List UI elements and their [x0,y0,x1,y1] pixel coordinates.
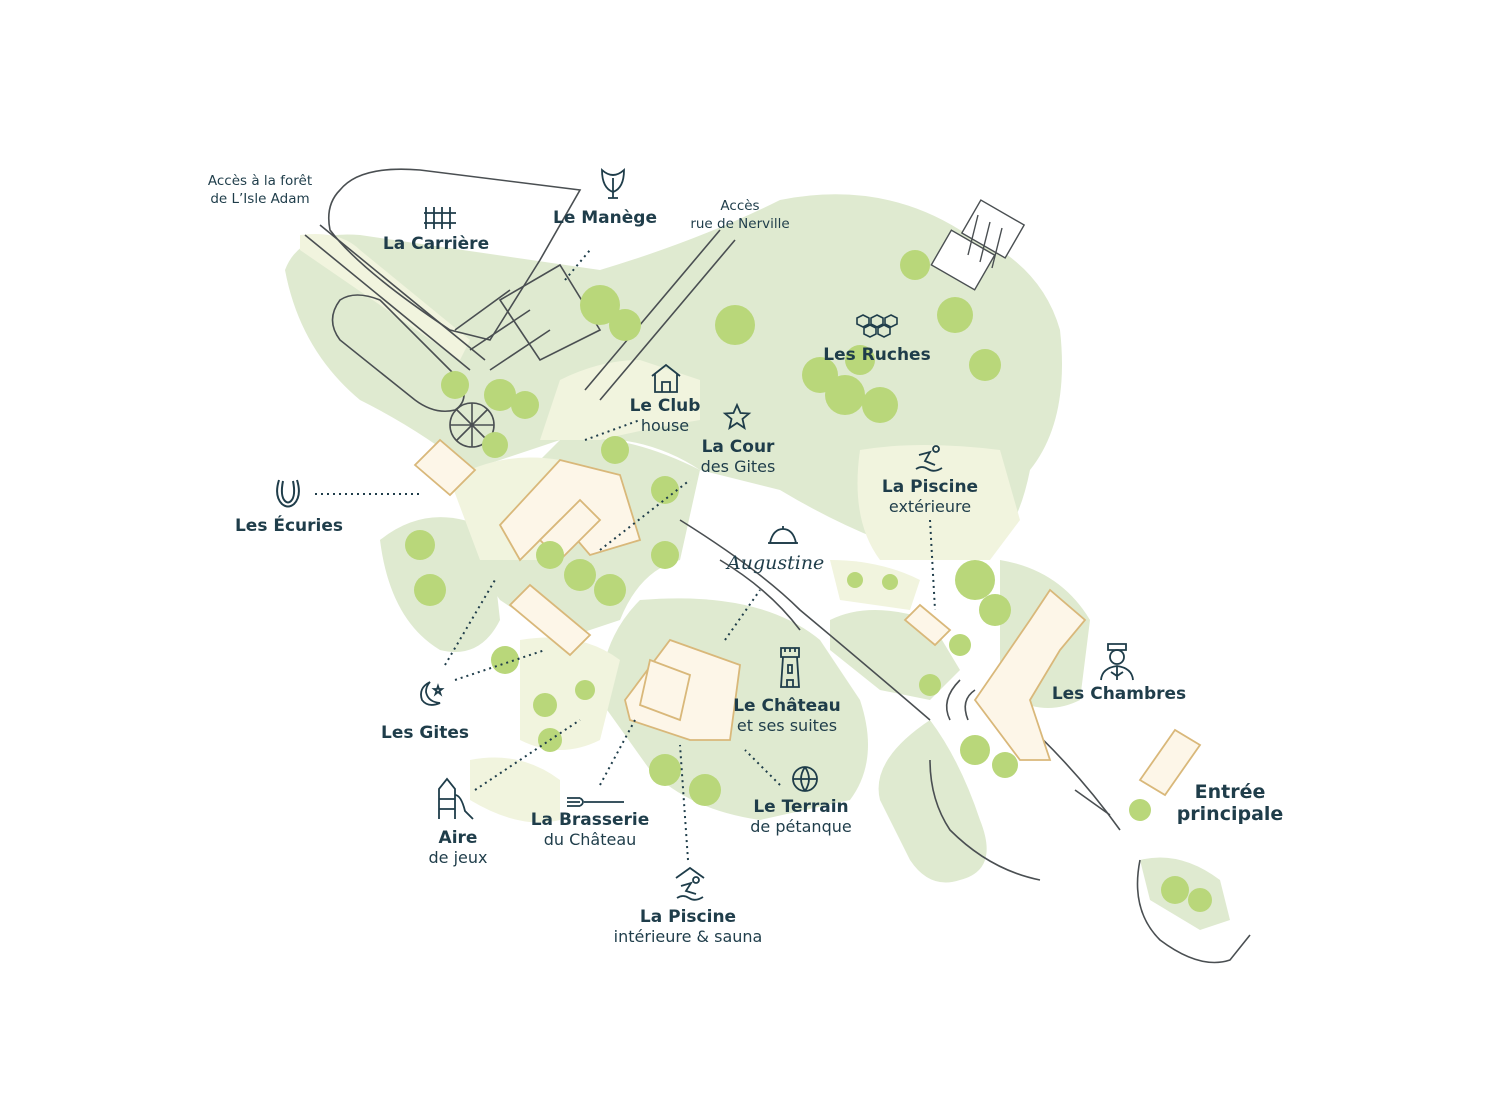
swimmer-icon [675,866,705,901]
label-entree-principale: Entrée principale [1176,781,1284,825]
label-aire-de-jeux: Aire de jeux [428,828,488,867]
cloche-icon [768,526,798,544]
label-la-brasserie: La Brasserie du Château [530,810,650,849]
label-le-manege: Le Manège [552,208,657,228]
fork-icon [567,797,624,807]
house-icon [651,363,681,393]
label-le-terrain-de-petanque: Le Terrain de pétanque [750,797,852,836]
label-augustine: Augustine [727,552,825,574]
moon-icon [420,681,445,706]
label-acces-nerville: Accès rue de Nerville [690,198,790,233]
label-piscine-interieure: La Piscine intérieure & sauna [613,907,763,946]
saddle-icon [601,167,625,199]
label-acces-foret: Accès à la forêt de L’Isle Adam [207,173,313,208]
horseshoe-icon [276,479,300,508]
trees [405,250,1212,912]
arena-outlines [304,168,736,448]
star-icon [722,402,752,430]
slide-icon [438,777,474,820]
label-la-cour-des-gites: La Cour des Gites [700,437,776,476]
buildings [413,438,1202,797]
label-piscine-exterieure: La Piscine extérieure [881,477,979,516]
swimmer-icon [915,445,943,472]
label-les-ruches: Les Ruches [823,345,931,365]
label-les-chambres: Les Chambres [1051,684,1187,704]
leader-lines [315,249,936,861]
solar-panels [930,199,1026,291]
beehive-icon [856,314,898,338]
petanque-ball-icon [792,766,818,792]
label-les-gites: Les Gites [381,723,469,743]
bellboy-icon [1100,643,1134,681]
label-le-club-house: Le Club house [629,396,701,435]
fence-icon [424,207,456,229]
label-le-chateau: Le Château et ses suites [733,696,841,735]
tower-icon [780,647,800,688]
label-les-ecuries: Les Écuries [234,516,344,536]
label-la-carriere: La Carrière [382,234,490,254]
